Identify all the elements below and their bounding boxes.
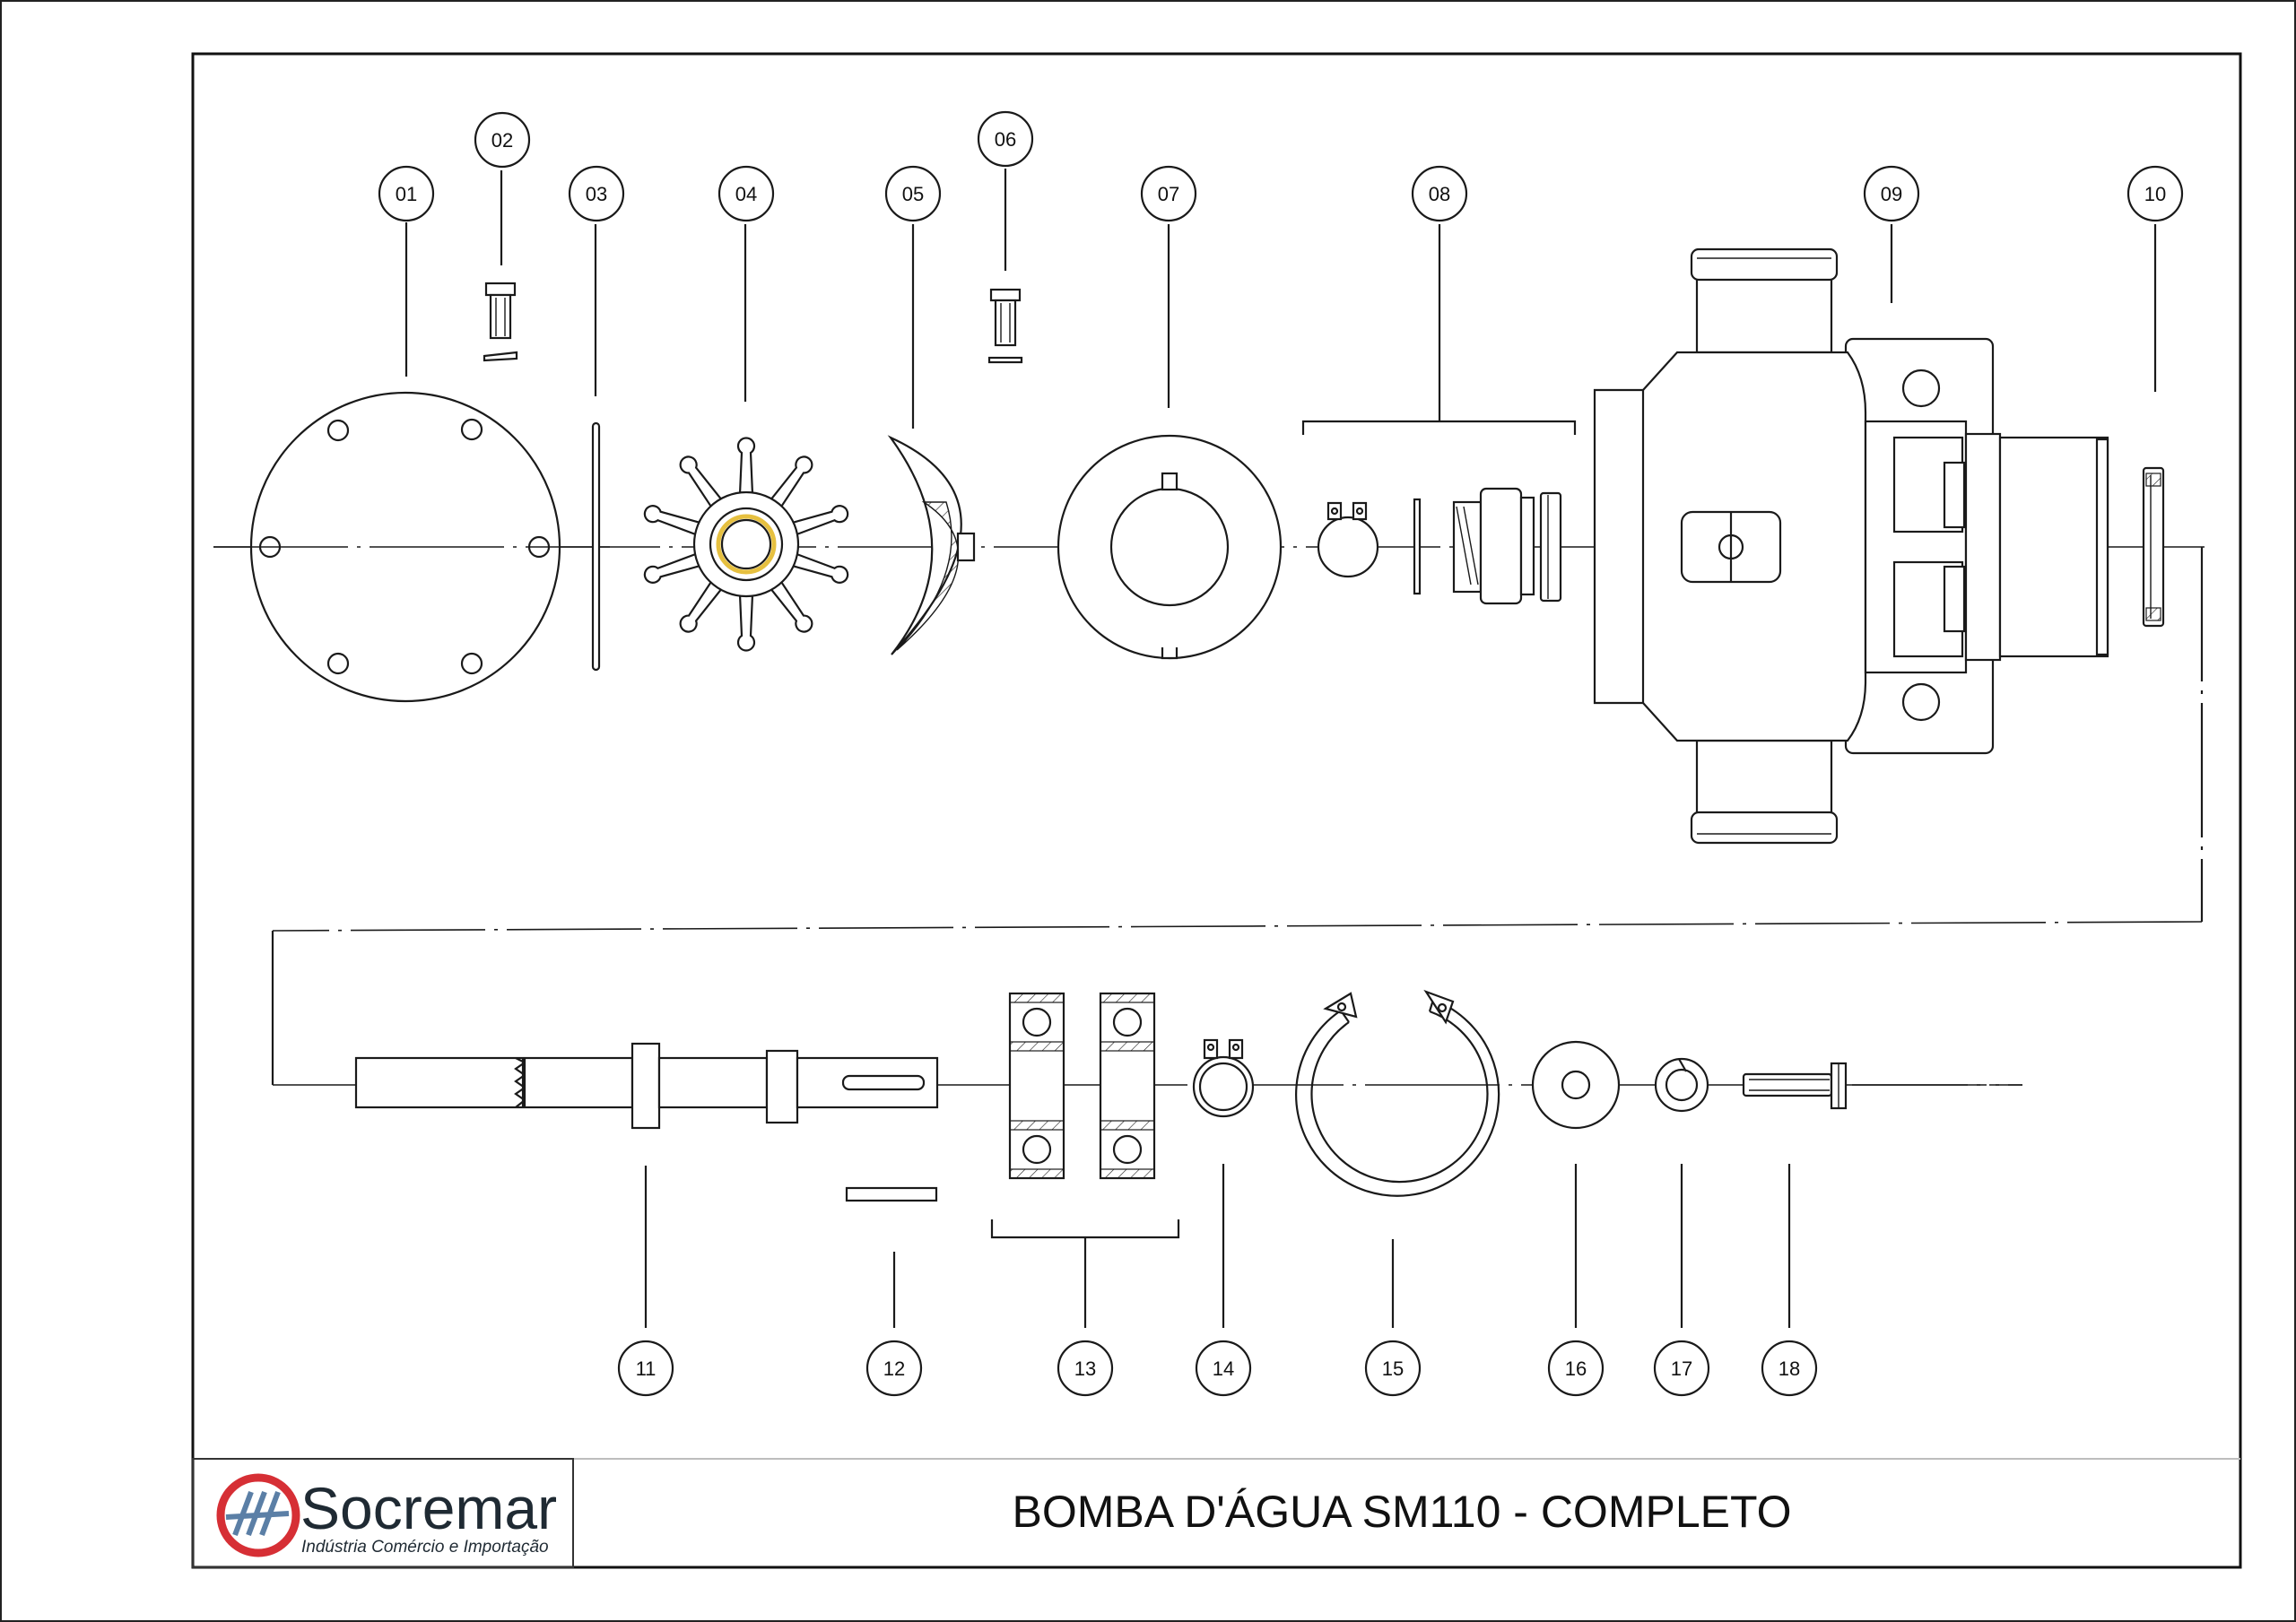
- callout-07: 07: [1140, 165, 1197, 222]
- callout-label: 05: [902, 183, 924, 205]
- impeller-vane: [643, 552, 702, 584]
- impeller-vane: [736, 437, 756, 496]
- part-02-screw: [483, 282, 518, 362]
- callout-label: 01: [396, 183, 417, 205]
- impeller-vane: [790, 552, 849, 584]
- callout-label: 06: [995, 128, 1016, 151]
- callout-label: 17: [1671, 1357, 1692, 1380]
- brand-subtitle: Indústria Comércio e Importação: [301, 1538, 549, 1557]
- callout-label: 11: [636, 1357, 657, 1380]
- part-06-screw: [987, 288, 1023, 364]
- drawing-frame: [191, 52, 2242, 1569]
- part-13-bearings: [990, 992, 1180, 1239]
- part-11-shaft: [354, 1042, 939, 1130]
- callout-label: 16: [1565, 1357, 1587, 1380]
- part-09-pump-body: [1593, 247, 2109, 845]
- callout-label: 14: [1213, 1357, 1234, 1380]
- part-04-impeller: [643, 437, 849, 652]
- callout-18: 18: [1761, 1340, 1818, 1397]
- callout-label: 09: [1881, 183, 1902, 205]
- callout-13: 13: [1057, 1340, 1114, 1397]
- drawing-title: BOMBA D'ÁGUA SM110 - COMPLETO: [1012, 1487, 1791, 1537]
- impeller-vane: [679, 455, 724, 509]
- callout-02: 02: [474, 111, 531, 169]
- callout-10: 10: [2126, 165, 2184, 222]
- impeller-vane: [769, 579, 813, 633]
- impeller-vane: [790, 505, 849, 536]
- callout-label: 03: [586, 183, 607, 205]
- bearing-left: [1008, 992, 1065, 1180]
- logo-ring: [216, 1473, 300, 1557]
- callout-01: 01: [378, 165, 435, 222]
- part-08-seal-kit: [1301, 420, 1577, 605]
- brand-name: Socremar: [300, 1475, 557, 1541]
- impeller-vane: [643, 505, 702, 536]
- part-15-snap-ring: [1295, 989, 1500, 1197]
- title-block: Socremar Indústria Comércio e Importação…: [192, 1458, 2240, 1568]
- callout-05: 05: [884, 165, 942, 222]
- part-18-bolt: [1742, 1062, 2022, 1110]
- callout-label: 15: [1382, 1357, 1404, 1380]
- impeller-vane: [769, 455, 813, 509]
- callout-15: 15: [1364, 1340, 1422, 1397]
- callout-label: 04: [735, 183, 757, 205]
- callout-06: 06: [977, 110, 1034, 168]
- callout-17: 17: [1653, 1340, 1710, 1397]
- callout-04: 04: [718, 165, 775, 222]
- callout-label: 02: [491, 129, 513, 152]
- callout-label: 12: [883, 1357, 905, 1380]
- callout-08: 08: [1411, 165, 1468, 222]
- callout-label: 10: [2144, 183, 2166, 205]
- part-10-seal-ring: [2142, 466, 2165, 628]
- callout-16: 16: [1547, 1340, 1605, 1397]
- part-03-gasket: [591, 421, 601, 672]
- callout-label: 08: [1429, 183, 1450, 205]
- callout-label: 07: [1158, 183, 1179, 205]
- callout-11: 11: [617, 1340, 674, 1397]
- callout-09: 09: [1863, 165, 1920, 222]
- callout-03: 03: [568, 165, 625, 222]
- bearing-right: [1099, 992, 1156, 1180]
- callout-12: 12: [865, 1340, 923, 1397]
- company-logo: Socremar Indústria Comércio e Importação: [216, 1473, 557, 1557]
- part-12-key: [845, 1186, 938, 1202]
- part-17-lock-washer: [1654, 1057, 1709, 1113]
- impeller-vane: [736, 593, 756, 652]
- part-14-circlip: [1192, 1038, 1255, 1118]
- part-05-cam: [887, 435, 976, 655]
- impeller-vane: [679, 579, 724, 633]
- callout-14: 14: [1195, 1340, 1252, 1397]
- callout-label: 13: [1074, 1357, 1096, 1380]
- part-07-wear-plate: [1057, 434, 1283, 660]
- logo-mark: [225, 1490, 290, 1537]
- callout-label: 18: [1779, 1357, 1800, 1380]
- part-01-cover-plate: [213, 391, 610, 703]
- leader-lines: [404, 169, 2157, 1328]
- part-16-washer: [1531, 1040, 1621, 1130]
